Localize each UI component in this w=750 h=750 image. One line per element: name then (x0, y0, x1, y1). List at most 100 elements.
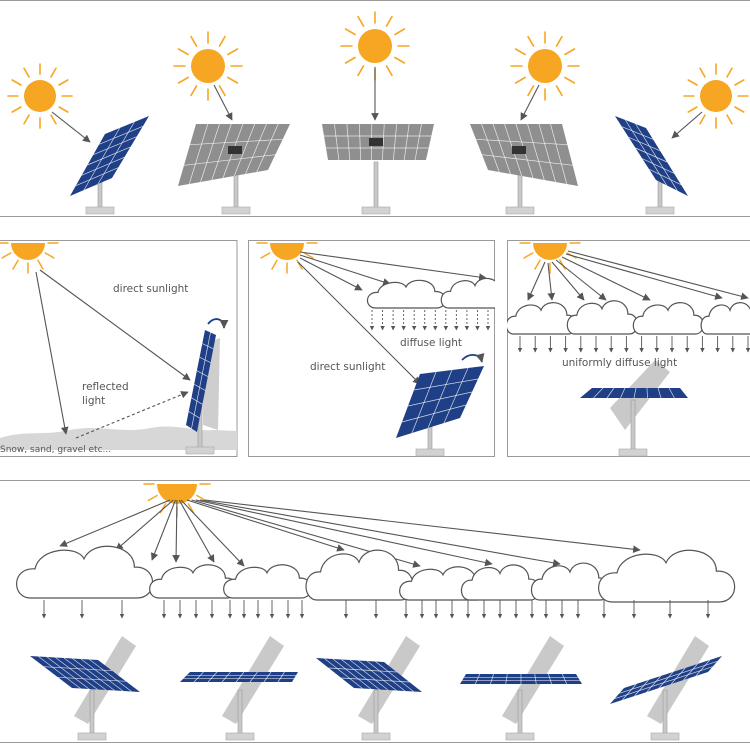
panel-cell-line (621, 683, 637, 701)
tracker-post (77, 689, 107, 741)
panel-cell-line (375, 661, 414, 692)
sun-ray (726, 67, 733, 78)
cloud-outline (305, 549, 414, 601)
tracker-post (505, 689, 535, 741)
sun-ray (177, 48, 189, 56)
solar-panel-icon (30, 656, 140, 692)
panel-face (180, 672, 298, 682)
tracker-motor (512, 146, 526, 154)
panel-cell-line (392, 123, 398, 161)
sun-ray (534, 259, 541, 270)
sun-icon (7, 63, 73, 129)
panel-cell-line (634, 679, 649, 697)
panel-cell-line (561, 673, 568, 685)
panel-cell-line (358, 660, 397, 691)
sun-ray (514, 76, 526, 84)
sun-ray (44, 252, 55, 259)
tracking-sequence-row (7, 11, 749, 215)
panel-cell-line (621, 126, 654, 140)
panel-cell-line (193, 383, 206, 391)
sun-ray (23, 67, 30, 78)
panel-cell-line (199, 356, 211, 364)
solar-panel-icon (580, 387, 688, 399)
sun-ray (11, 106, 22, 113)
tracker-post (221, 157, 251, 215)
light-ray-arrow (199, 499, 561, 567)
cloud-outline (16, 545, 154, 599)
sun-ray (227, 76, 239, 84)
solar-panel-icon (615, 116, 688, 196)
post-base (618, 448, 648, 457)
panel-cell-line (646, 675, 662, 693)
sun-ray (50, 114, 57, 125)
panel-cell-line (334, 123, 340, 161)
cloud-outline (460, 564, 540, 601)
cloud-outline (598, 549, 736, 603)
sun-ray (699, 67, 706, 78)
reflected-ray (75, 391, 189, 439)
panel-cell-line (527, 123, 545, 181)
panel-cell-line (341, 677, 410, 683)
cloud-icon (366, 279, 446, 309)
panel-cell-line (277, 671, 285, 683)
label-reflected: reflected (82, 381, 129, 393)
post-shaft (373, 689, 379, 735)
post-base (77, 732, 107, 741)
tracker (610, 636, 722, 741)
solar-panel-icon (178, 123, 290, 186)
light-ray-arrow (561, 256, 651, 301)
sun-disc (157, 484, 197, 504)
label-diffuse-light: diffuse light (400, 337, 462, 349)
panel-cell-line (620, 387, 626, 399)
light-ray-arrow (671, 111, 703, 139)
tracker-post (361, 689, 391, 741)
rotation-arrow-icon (461, 353, 485, 363)
label-light: light (82, 395, 105, 407)
sun-icon (683, 63, 749, 129)
panel-cell-line (401, 404, 467, 423)
panel-face (396, 366, 484, 438)
post-base (645, 206, 675, 215)
panel-cell-line (646, 387, 648, 399)
rotation-arrow-icon (207, 318, 229, 329)
solar-panel-icon (460, 673, 582, 685)
sun-ray (260, 252, 271, 259)
panel-cell-line (55, 657, 98, 690)
panel-cell-line (188, 123, 209, 185)
light-ray-arrow (115, 499, 174, 551)
cloud-outline (530, 562, 610, 601)
sun-ray (1, 252, 12, 259)
panel-cell-line (99, 126, 143, 145)
sun-disc (358, 29, 392, 63)
light-ray-arrow (297, 261, 421, 385)
sun-ray (555, 85, 563, 97)
light-ray-arrow (555, 259, 607, 301)
sun-ray (58, 79, 69, 86)
light-ray-arrow (520, 84, 540, 121)
sun-ray (734, 106, 745, 113)
light-ray-arrow (51, 111, 91, 143)
tracker-post (225, 689, 255, 741)
sun-ray (357, 65, 365, 77)
ground-ray (35, 271, 69, 435)
light-ray-arrow (299, 254, 391, 286)
panel-cell-line (642, 158, 675, 174)
panel-cell-line (332, 658, 372, 690)
solar-panel-icon (610, 656, 722, 704)
panel-cell-line (475, 138, 568, 146)
sun-ray (177, 76, 189, 84)
sun-ray (218, 85, 226, 97)
panel-cell-line (695, 659, 711, 677)
cloud-icon (530, 562, 610, 601)
panel-c-frame (507, 240, 750, 457)
sun-ray (190, 35, 198, 47)
post-shaft (237, 689, 243, 735)
panel-cell-line (658, 671, 674, 689)
panel-cell-line (593, 387, 604, 399)
panel-cell-line (481, 154, 573, 166)
panel-cell-line (256, 123, 279, 173)
panel-a-frame (0, 240, 238, 457)
sun-ray (527, 35, 535, 47)
